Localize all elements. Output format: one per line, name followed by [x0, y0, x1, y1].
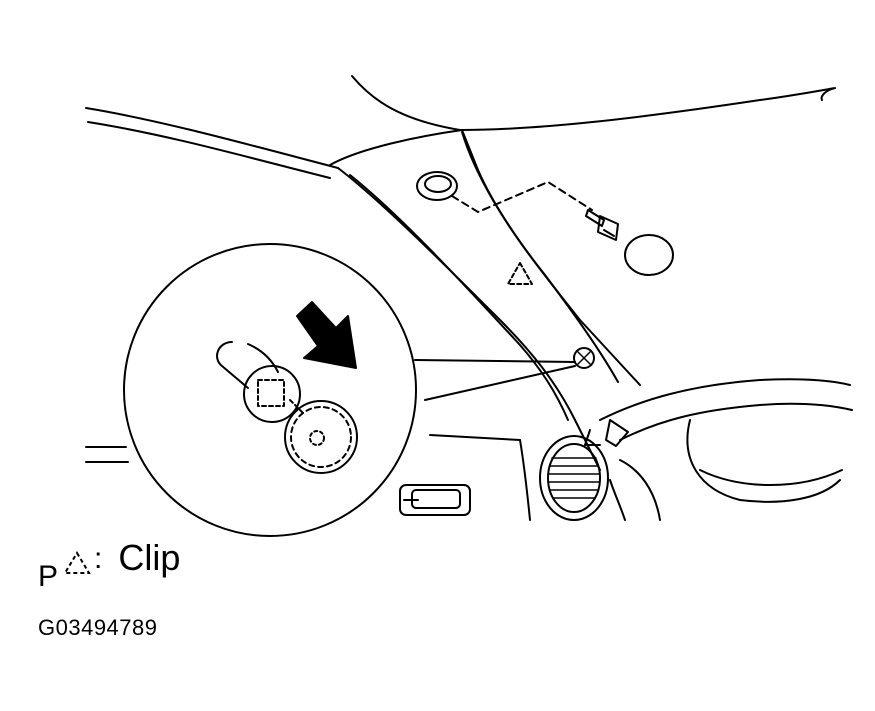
magnified-detail-circle — [123, 243, 417, 537]
dashboard-edge — [619, 459, 661, 521]
clip-head-circle — [243, 365, 301, 423]
roof-outline — [351, 75, 836, 131]
magnifier-lead-line-lower — [424, 365, 576, 401]
dashboard-outline — [599, 378, 851, 421]
legend-marker: P — [38, 560, 59, 593]
body-panel-line — [429, 434, 521, 441]
dashboard-panel-2 — [699, 469, 843, 486]
pillar-trim-inner-edge — [337, 167, 601, 471]
pillar-trim-edge-2 — [349, 174, 569, 421]
magnifier-lead-line — [414, 359, 576, 363]
figure-code: G03494789 — [38, 615, 158, 640]
window-frame-line — [85, 107, 339, 169]
clip-base-circle — [284, 400, 358, 474]
dashed-triangle-icon — [63, 551, 91, 574]
dashboard-panel — [686, 419, 841, 503]
door-handle — [399, 484, 471, 516]
pillar-screw-hole — [416, 171, 458, 201]
dashboard-recess — [605, 419, 629, 447]
legend-label: Clip — [118, 537, 181, 578]
pillar-trim-edge-3 — [461, 131, 619, 383]
air-vent — [539, 435, 609, 521]
dashboard-edge-2 — [584, 429, 601, 446]
legend: P : Clip — [38, 537, 181, 593]
air-vent-louvers — [548, 457, 600, 499]
pillar-trim — [329, 129, 641, 386]
lower-panel-line — [519, 439, 531, 521]
dashboard-outline-2 — [619, 402, 853, 441]
pillar-clip-icon — [573, 347, 595, 369]
legend-colon: : — [94, 542, 103, 575]
bolt-leader-line — [451, 181, 593, 213]
clip-location-triangle — [507, 262, 533, 285]
lower-panel-line-2 — [609, 479, 626, 521]
bolt-icon — [585, 209, 619, 241]
slotted-hole — [216, 341, 249, 389]
pillar-screw-hole-inner — [424, 175, 452, 193]
window-frame-line-inner — [87, 121, 331, 179]
cover-cap — [624, 234, 674, 276]
direction-arrow-icon — [296, 301, 357, 369]
